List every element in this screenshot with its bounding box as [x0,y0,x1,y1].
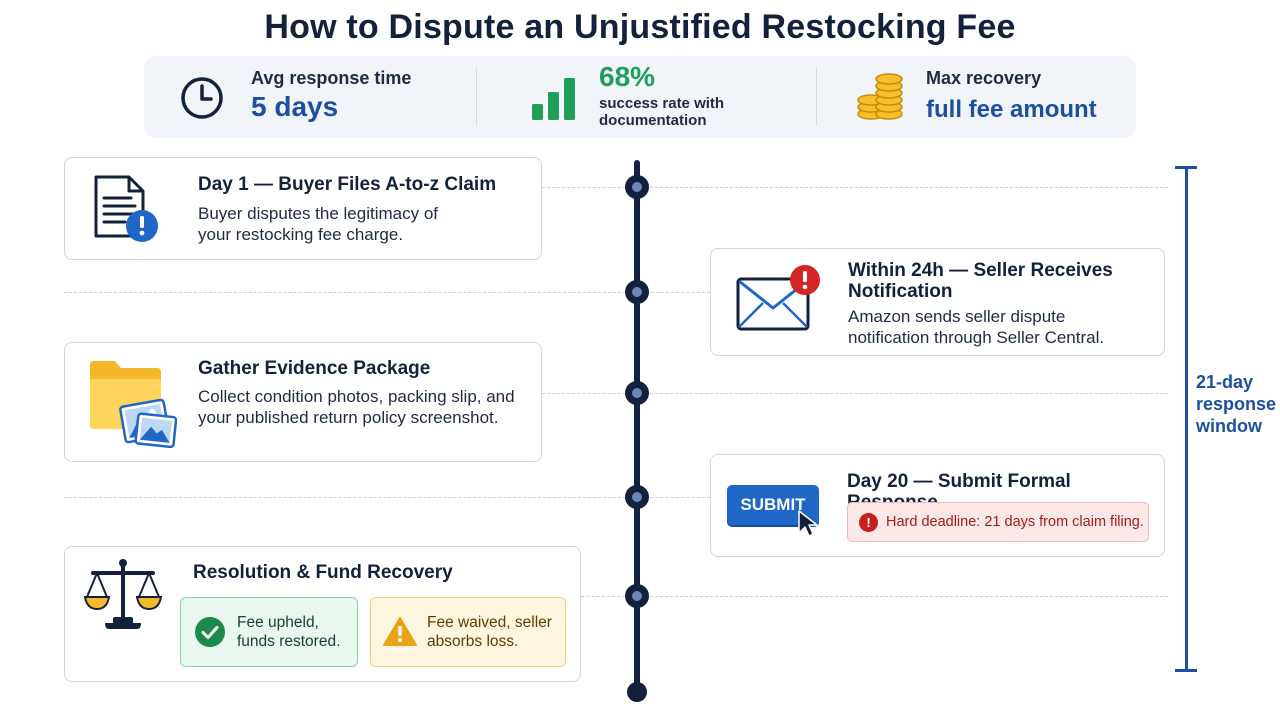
stat-max-recovery: Max recovery full fee amount [856,56,1136,138]
stat-success-sub: success rate with documentation [599,95,725,129]
connector-line [640,393,1168,394]
connector-line [640,497,710,498]
page-title: How to Dispute an Unjustified Restocking… [264,8,1016,46]
deadline-alert: ! Hard deadline: 21 days from claim fili… [847,502,1149,542]
stat-recovery-label: Max recovery [926,68,1042,88]
connector-line [640,596,1168,597]
response-window-bracket [1185,167,1188,671]
step-title: Within 24h — Seller Receives Notificatio… [848,260,1113,302]
step-title: Day 1 — Buyer Files A-to-z Claim [198,174,497,195]
coins-icon [857,73,903,120]
step-description: Collect condition photos, packing slip, … [198,387,515,427]
step-description: Amazon sends seller dispute notification… [848,307,1105,347]
connector-line [640,292,710,293]
outcome-text: Fee upheld, funds restored. [237,614,341,650]
stats-bar: Avg response time 5 days 68% success rat… [144,56,1136,138]
step-card-seller-notification: Within 24h — Seller Receives Notificatio… [710,248,1165,356]
stat-success-value: 68% [599,61,656,92]
step-card-buyer-claim: Day 1 — Buyer Files A-to-z Claim Buyer d… [64,157,542,260]
connector-line [64,497,636,498]
stat-recovery-value: full fee amount [926,96,1097,123]
bracket-cap [1175,166,1197,169]
clock-icon [181,77,223,119]
warning-icon [383,617,417,646]
stat-response-time: Avg response time 5 days [174,56,474,138]
cursor-icon [798,510,818,537]
stat-divider [816,68,817,126]
folder-photos-icon [90,361,177,449]
timeline-node [625,584,649,608]
document-alert-icon [94,175,158,242]
connector-line [581,596,636,597]
step-card-evidence: Gather Evidence Package Collect conditio… [64,342,542,462]
stat-response-value: 5 days [251,91,339,122]
timeline-node [625,485,649,509]
connector-line [640,187,1168,188]
connector-line [542,393,636,394]
timeline-node [625,381,649,405]
step-card-submit-response: SUBMIT Day 20 — Submit Formal Response !… [710,454,1165,557]
step-card-resolution: Resolution & Fund Recovery Fee upheld, f… [64,546,581,682]
timeline-end-node [627,682,647,702]
check-circle-icon [195,617,225,647]
deadline-text: Hard deadline: 21 days from claim filing… [886,514,1144,530]
outcome-fee-upheld: Fee upheld, funds restored. [180,597,358,667]
bar-chart-icon [532,78,575,120]
scales-icon [83,559,163,629]
stat-success-rate: 68% success rate with documentation [524,56,824,138]
step-description: Buyer disputes the legitimacy of your re… [198,204,439,244]
connector-line [542,187,636,188]
outcome-fee-waived: Fee waived, seller absorbs loss. [370,597,566,667]
step-title: Resolution & Fund Recovery [193,562,453,583]
connector-line [64,292,636,293]
stat-divider [476,68,477,126]
timeline-spine [634,160,640,692]
timeline-node [625,175,649,199]
outcome-text: Fee waived, seller absorbs loss. [427,614,552,650]
timeline-node [625,280,649,304]
stat-response-label: Avg response time [251,68,412,88]
response-window-label: 21-day response window [1196,371,1280,437]
alert-icon: ! [859,513,878,532]
step-title: Gather Evidence Package [198,358,431,379]
envelope-alert-icon [736,265,820,331]
bracket-cap [1175,669,1197,672]
